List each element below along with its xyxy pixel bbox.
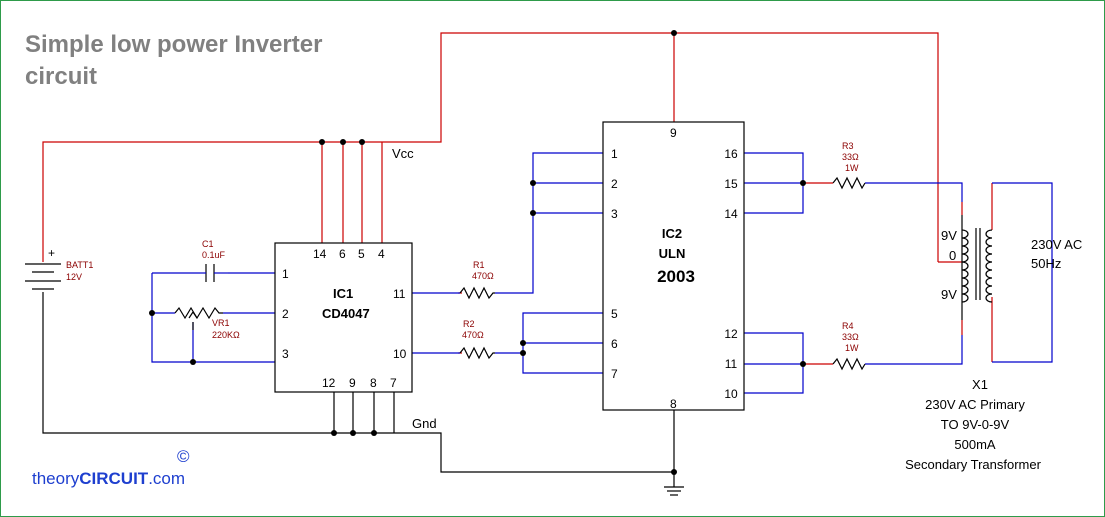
brand-logo: theoryCIRCUIT.com	[32, 469, 185, 488]
ic2-bottom-pin-8: 8	[670, 397, 677, 411]
ic2-right-pin-11: 11	[725, 357, 738, 371]
transformer-tap-mid: 0	[949, 248, 956, 263]
ic2-left-pin-2: 2	[611, 177, 618, 191]
r3-ref: R3	[842, 141, 854, 151]
junction-dots	[149, 30, 806, 475]
title-line-1: Simple low power Inverter	[25, 31, 322, 58]
ic2-left-pin-5: 5	[611, 307, 618, 321]
transformer-desc-4: Secondary Transformer	[905, 457, 1042, 472]
brand-part-2: CIRCUIT	[79, 469, 149, 488]
vr1-ref: VR1	[212, 318, 230, 328]
ic2-part-1: ULN	[659, 246, 686, 261]
signal-wiring	[151, 152, 1053, 394]
transformer-desc-3: 500mA	[954, 437, 996, 452]
ic1-right-pin-10: 10	[393, 347, 407, 361]
transformer-primary-voltage: 230V AC	[1031, 237, 1082, 252]
ic2-top-pin-9: 9	[670, 126, 677, 140]
ic1-bottom-pin-7: 7	[390, 376, 397, 390]
ic2-body	[602, 121, 745, 411]
vr1-value: 220KΩ	[212, 330, 240, 340]
resistor-r1	[459, 286, 495, 300]
ic1-left-pin-1: 1	[282, 267, 289, 281]
transformer-ref: X1	[972, 377, 988, 392]
ic2-ref: IC2	[662, 226, 682, 241]
vcc-label: Vcc	[392, 146, 414, 161]
ic2-left-pin-7: 7	[611, 367, 618, 381]
r1-ref: R1	[473, 260, 485, 270]
ic2-left-pin-1: 1	[611, 147, 618, 161]
ic1-top-pin-5: 5	[358, 247, 365, 261]
ic1-left-pin-3: 3	[282, 347, 289, 361]
transformer-desc-2: TO 9V-0-9V	[941, 417, 1010, 432]
gnd-wiring	[42, 292, 684, 496]
transformer-tap-bottom: 9V	[941, 287, 957, 302]
ic2-right-pin-15: 15	[724, 177, 738, 191]
ic2-left-pin-3: 3	[611, 207, 618, 221]
r2-ref: R2	[463, 319, 475, 329]
battery-plus: +	[48, 246, 55, 260]
ic2-part-2: 2003	[657, 267, 695, 286]
c1-value: 0.1uF	[202, 250, 226, 260]
resistor-r2	[459, 346, 495, 360]
resistor-r4	[832, 357, 866, 371]
ic1-left-pin-2: 2	[282, 307, 289, 321]
transformer-tap-top: 9V	[941, 228, 957, 243]
ic1-top-pin-14: 14	[313, 247, 327, 261]
brand-part-1: theory	[32, 469, 80, 488]
ic1-bottom-pin-12: 12	[322, 376, 336, 390]
copyright-symbol: ©	[177, 447, 190, 466]
gnd-label: Gnd	[412, 416, 437, 431]
capacitor-c1	[200, 264, 228, 282]
c1-ref: C1	[202, 239, 214, 249]
r4-value: 33Ω	[842, 332, 859, 342]
battery-symbol	[25, 263, 61, 290]
battery-ref: BATT1	[66, 260, 93, 270]
ic2-right-pin-14: 14	[724, 207, 738, 221]
r1-value: 470Ω	[472, 271, 494, 281]
resistor-r3	[832, 176, 866, 190]
transformer-primary-freq: 50Hz	[1031, 256, 1061, 271]
ic1-part: CD4047	[322, 306, 370, 321]
ic2-right-pin-12: 12	[724, 327, 738, 341]
battery-value: 12V	[66, 272, 82, 282]
ic2-right-pin-16: 16	[724, 147, 738, 161]
r4-power: 1W	[845, 343, 859, 353]
ic1-right-pin-11: 11	[393, 287, 406, 301]
transformer-desc-1: 230V AC Primary	[925, 397, 1025, 412]
ic1-bottom-pin-8: 8	[370, 376, 377, 390]
ic2-left-pin-6: 6	[611, 337, 618, 351]
ic1-bottom-pin-9: 9	[349, 376, 356, 390]
ic1-ref: IC1	[333, 286, 353, 301]
r3-value: 33Ω	[842, 152, 859, 162]
brand-part-3: .com	[148, 469, 185, 488]
ic1-top-pin-6: 6	[339, 247, 346, 261]
transformer-x1	[961, 215, 993, 320]
ic2-right-pin-10: 10	[724, 387, 738, 401]
r4-ref: R4	[842, 321, 854, 331]
ic1-body	[274, 242, 413, 393]
ic1-top-pin-4: 4	[378, 247, 385, 261]
r3-power: 1W	[845, 163, 859, 173]
vcc-wiring	[42, 32, 993, 365]
r2-value: 470Ω	[462, 330, 484, 340]
title-line-2: circuit	[25, 63, 97, 90]
potentiometer-vr1	[174, 306, 223, 330]
